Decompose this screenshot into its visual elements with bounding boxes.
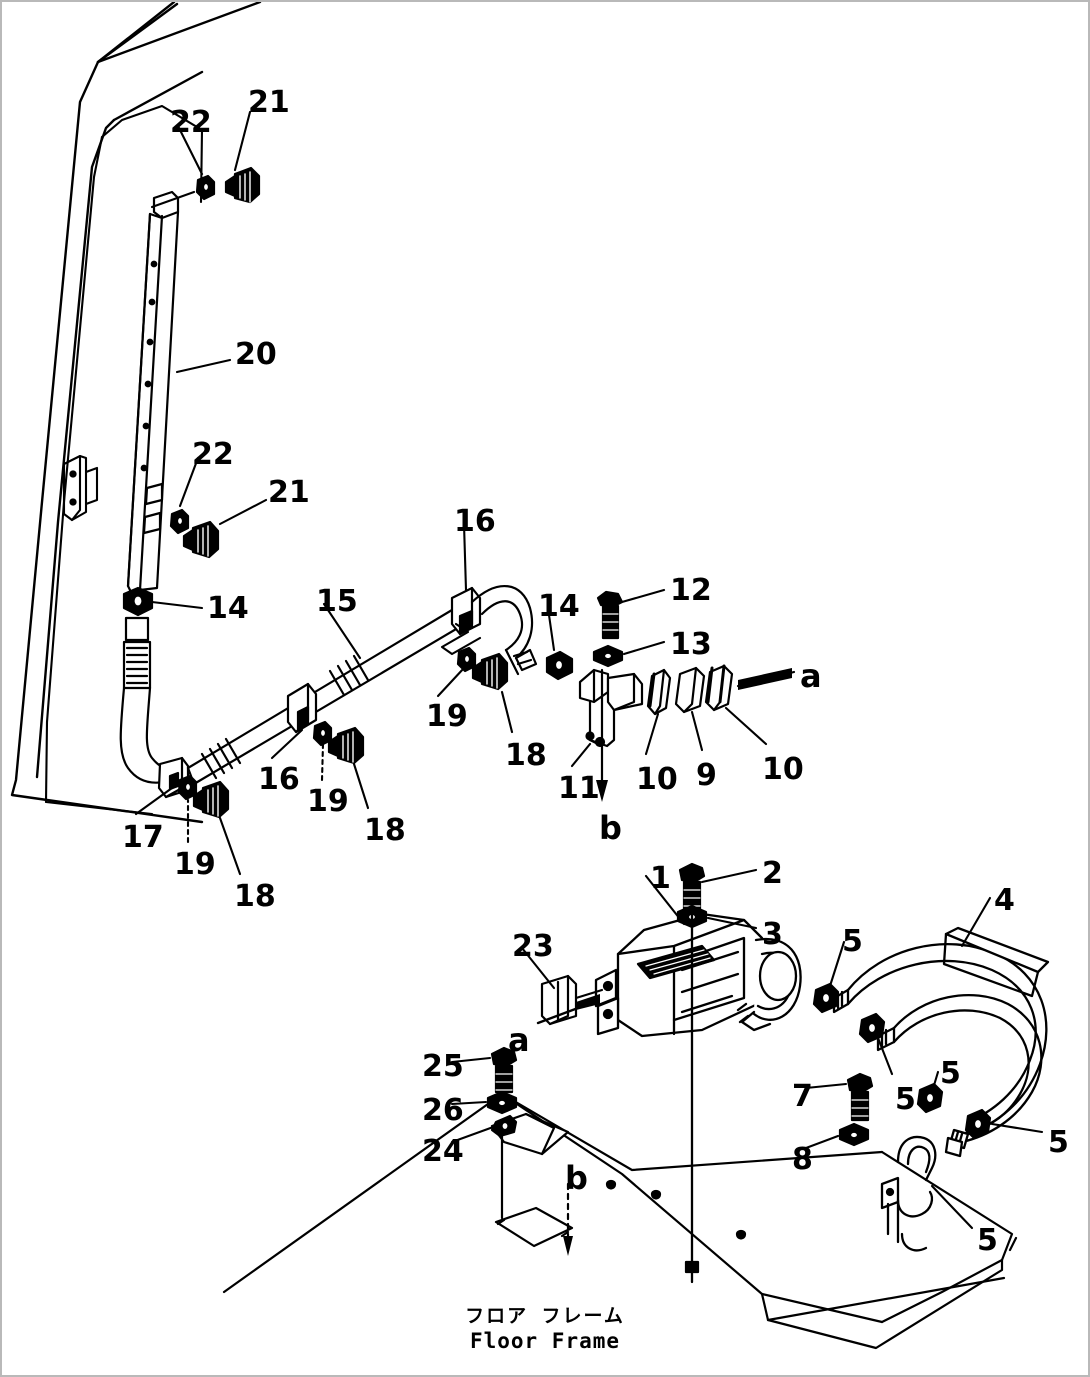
part-12-banjo-bolt	[596, 590, 624, 640]
callout-8: 8	[792, 1142, 813, 1177]
callout-3: 3	[762, 917, 783, 952]
callout-12: 12	[670, 573, 712, 608]
part-8-washer	[838, 1122, 870, 1147]
part-5-clamp-c	[916, 1082, 944, 1114]
part-5-clamp-d	[964, 1108, 992, 1140]
part-1-heater-unit	[594, 912, 802, 1038]
callout-5-c: 5	[940, 1056, 961, 1091]
caption-japanese: フロア フレーム	[465, 1305, 625, 1327]
callout-20: 20	[235, 337, 277, 372]
callout-13: 13	[670, 627, 712, 662]
callout-9: 9	[696, 758, 717, 793]
bracket-arm	[440, 622, 482, 656]
short-hose-upper	[470, 585, 538, 676]
callout-a-upper: a	[800, 657, 822, 695]
callout-10-outer: 10	[762, 752, 804, 787]
callout-10-inner: 10	[636, 762, 678, 797]
part-18-bolt-c	[192, 780, 230, 819]
part-18-bolt-a	[471, 652, 509, 691]
callout-23: 23	[512, 929, 554, 964]
part-21-bolt-upper	[224, 166, 261, 204]
callout-4: 4	[994, 883, 1015, 918]
part-26-washer	[486, 1090, 518, 1115]
callout-15: 15	[316, 584, 358, 619]
callout-5-d: 5	[1048, 1125, 1069, 1160]
part-25-bolt	[490, 1046, 518, 1094]
part-7-bolt	[846, 1072, 874, 1122]
part-16-clamp-top	[450, 586, 482, 636]
part-16-clamp-mid	[286, 682, 318, 734]
callout-19-b: 19	[307, 784, 349, 819]
part-20-door-rail	[126, 190, 180, 596]
callout-11: 11	[558, 771, 600, 806]
part-5-clamp-a	[812, 982, 840, 1014]
part-10-seal-outer	[704, 664, 734, 712]
part-10-seal-inner	[646, 668, 672, 716]
callout-22-upper: 22	[170, 105, 212, 140]
leader-a-heater	[536, 994, 600, 1025]
callout-14-left: 14	[207, 591, 249, 626]
part-4-hoses	[832, 926, 1050, 1158]
callout-19-c: 19	[174, 847, 216, 882]
callout-18-c: 18	[234, 879, 276, 914]
callout-17: 17	[122, 820, 164, 855]
part-2-bolt-heater	[678, 862, 706, 912]
part-17-hose-left	[119, 616, 176, 784]
callout-5-a: 5	[842, 924, 863, 959]
cab-outline	[10, 2, 262, 824]
callout-a-lower: a	[508, 1021, 530, 1059]
callout-18-mid: 18	[505, 738, 547, 773]
callout-18-b: 18	[364, 813, 406, 848]
leader-b-upper	[596, 668, 608, 802]
callout-22-lower: 22	[192, 437, 234, 472]
callout-7: 7	[792, 1079, 813, 1114]
part-14-nut-left	[122, 586, 154, 617]
callout-19-mid: 19	[426, 699, 468, 734]
callout-24: 24	[422, 1134, 464, 1169]
callout-16-mid: 16	[258, 762, 300, 797]
callout-5-b: 5	[895, 1082, 916, 1117]
callout-25: 25	[422, 1049, 464, 1084]
part-22-washer-lower	[169, 508, 190, 535]
leader-lines	[134, 110, 1044, 1230]
part-24-plate	[490, 1112, 574, 1248]
caption-english: Floor Frame	[469, 1329, 621, 1353]
callout-b-lower: b	[565, 1159, 588, 1197]
part-22-washer-upper	[195, 174, 216, 201]
callout-14-right: 14	[538, 589, 580, 624]
part-11-elbow-body	[578, 668, 644, 748]
part-15-tube	[186, 602, 470, 786]
part-14-nut-right	[545, 650, 574, 681]
cab-hinge-bracket	[62, 454, 99, 522]
part-23-grommet	[540, 974, 578, 1026]
part-21-bolt-lower	[182, 520, 220, 559]
part-13-washer	[592, 644, 624, 668]
leader-b-lower	[563, 1182, 573, 1256]
part-9-bushing	[674, 666, 706, 714]
callout-21-lower: 21	[268, 475, 310, 510]
callout-2: 2	[762, 856, 783, 891]
callout-16-top: 16	[454, 504, 496, 539]
part-18-bolt-b	[327, 726, 365, 765]
callout-5-e: 5	[977, 1223, 998, 1258]
floor-holes	[605, 1179, 747, 1274]
callout-1: 1	[650, 861, 671, 896]
callout-b-upper: b	[599, 809, 622, 847]
part-5-hose-bracket	[880, 1135, 937, 1252]
callout-21-upper: 21	[248, 85, 290, 120]
callout-26: 26	[422, 1093, 464, 1128]
part-5-clamp-b	[858, 1012, 886, 1044]
